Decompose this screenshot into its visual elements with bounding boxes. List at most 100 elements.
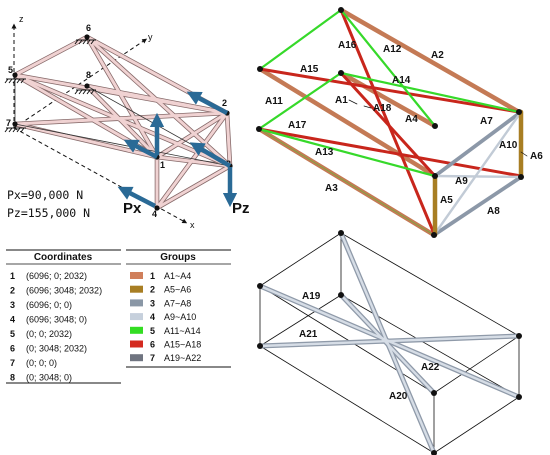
group-row-id: 2 xyxy=(150,285,155,295)
node-label-2: 2 xyxy=(222,98,227,108)
node-label-5: 5 xyxy=(8,65,13,75)
coordinates-row-id: 2 xyxy=(10,286,15,296)
group-row-range: A15~A18 xyxy=(164,340,201,350)
label-A12: A12 xyxy=(383,44,402,55)
group-row-range: A19~A22 xyxy=(164,353,201,363)
member-A4 xyxy=(338,70,438,129)
label-A3: A3 xyxy=(325,183,338,194)
label-A20: A20 xyxy=(389,391,408,402)
node-5 xyxy=(12,72,18,78)
group-color-swatch xyxy=(130,340,143,348)
group-row-id: 1 xyxy=(150,271,155,281)
coordinates-row-id: 6 xyxy=(10,344,15,354)
load-arrow-node3-x xyxy=(189,142,232,168)
member-labels-top: A1 A2 A3 A4 A5 A6 A7 A8 A9 A10 A11 A12 A… xyxy=(265,40,543,217)
px-value: Px=90,000 N xyxy=(7,188,83,202)
group-row-range: A5~A6 xyxy=(164,285,191,295)
coordinates-row-value: (0; 0; 0) xyxy=(26,358,57,368)
coordinates-row-id: 7 xyxy=(10,358,15,368)
member-A17-red xyxy=(257,127,523,178)
group-row-range: A11~A14 xyxy=(164,326,201,336)
member-A7 xyxy=(433,110,523,178)
member-A12 xyxy=(339,8,437,128)
member-A10 xyxy=(432,110,523,237)
load-arrows xyxy=(117,91,238,208)
member-A13-a xyxy=(257,71,343,131)
group-row-id: 5 xyxy=(150,326,155,336)
label-A13: A13 xyxy=(315,147,334,158)
coordinates-row-value: (0; 3048; 0) xyxy=(26,373,72,383)
coordinates-row-value: (0; 0; 2032) xyxy=(26,329,72,339)
load-arrow-node1-x xyxy=(123,139,159,159)
y-axis-label: y xyxy=(148,32,153,42)
group-row-id: 7 xyxy=(150,353,155,363)
load-arrow-px xyxy=(117,186,157,208)
member-A2 xyxy=(338,7,522,115)
group-color-swatch xyxy=(130,285,143,293)
px-arrow-label: Px xyxy=(123,200,142,217)
member-A18 xyxy=(339,71,437,178)
node-4 xyxy=(154,205,160,211)
group-color-swatch xyxy=(130,272,143,279)
group-row-id: 3 xyxy=(150,298,155,308)
group-color-swatch xyxy=(130,326,143,334)
member-A14 xyxy=(339,71,521,114)
coordinates-row-value: (6096; 0; 2032) xyxy=(26,271,87,281)
coordinates-row-value: (0; 3048; 2032) xyxy=(26,344,87,354)
node-label-8: 8 xyxy=(86,70,91,80)
coordinates-row-id: 3 xyxy=(10,300,15,310)
node-label-4: 4 xyxy=(152,209,157,219)
group-row-range: A1~A4 xyxy=(164,271,191,281)
label-A15: A15 xyxy=(300,64,319,75)
group-row-range: A7~A8 xyxy=(164,298,191,308)
load-arrow-node2-x xyxy=(186,91,229,115)
label-A22: A22 xyxy=(421,362,440,373)
groups-title: Groups xyxy=(160,252,196,263)
coordinates-row-id: 4 xyxy=(10,315,15,325)
truss-members xyxy=(12,34,233,211)
member-A13 xyxy=(257,127,437,178)
coordinates-row-value: (6096; 0; 0) xyxy=(26,300,72,310)
group-row-id: 4 xyxy=(150,312,155,322)
coordinates-rows: 1 (6096; 0; 2032) 2 (6096; 3048; 2032) 3 (609… xyxy=(10,271,102,383)
member-diagram-bottom: A19 A20 A21 A22 xyxy=(257,230,522,455)
member-diagram-top: A1 A2 A3 A4 A5 A6 A7 A8 A9 A10 A11 A12 A… xyxy=(256,7,543,238)
label-A1: A1 xyxy=(335,95,348,106)
label-A2: A2 xyxy=(431,50,444,61)
left-truss-schematic: z y x xyxy=(4,14,250,230)
label-A6: A6 xyxy=(530,151,543,162)
label-A21: A21 xyxy=(299,329,318,340)
coordinates-row-value: (6096; 3048; 0) xyxy=(26,315,87,325)
pz-value: Pz=155,000 N xyxy=(7,206,90,220)
label-A14: A14 xyxy=(392,75,411,86)
member-A15 xyxy=(258,67,521,114)
y-axis xyxy=(13,38,148,129)
coordinates-row-id: 8 xyxy=(10,373,15,383)
node-label-6: 6 xyxy=(86,23,91,33)
label-A9: A9 xyxy=(455,176,468,187)
group-color-swatch xyxy=(130,313,143,321)
pz-arrow-label: Pz xyxy=(232,200,250,217)
group-color-swatch xyxy=(130,354,143,362)
member-A1 xyxy=(257,66,438,179)
node-label-1: 1 xyxy=(160,160,165,170)
label-A11: A11 xyxy=(265,96,283,107)
node-7 xyxy=(12,121,18,127)
label-A17: A17 xyxy=(288,120,307,131)
member-A11 xyxy=(258,8,343,71)
coordinates-title: Coordinates xyxy=(34,252,93,263)
coordinates-row-id: 1 xyxy=(10,271,15,281)
label-A4: A4 xyxy=(405,114,418,125)
label-A7: A7 xyxy=(480,116,493,127)
node-label-7: 7 xyxy=(6,118,11,128)
label-A8: A8 xyxy=(487,206,500,217)
label-A19: A19 xyxy=(302,291,321,302)
label-A10: A10 xyxy=(499,140,518,151)
label-A18: A18 xyxy=(373,103,392,114)
supports xyxy=(4,39,96,133)
coordinates-row-value: (6096; 3048; 2032) xyxy=(26,286,102,296)
member-A8 xyxy=(432,175,523,237)
